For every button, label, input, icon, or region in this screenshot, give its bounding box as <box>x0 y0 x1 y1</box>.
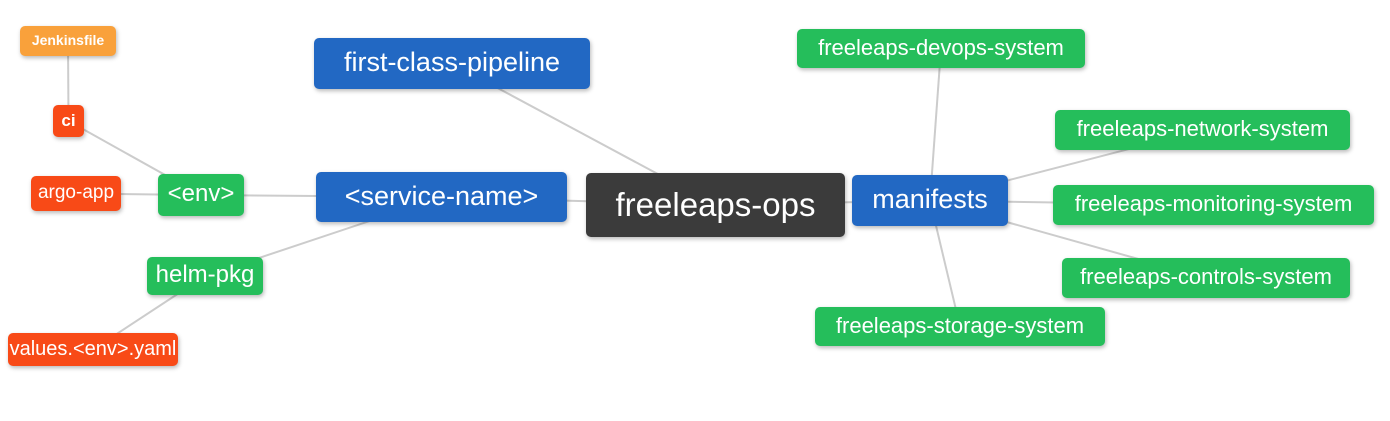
node-label: manifests <box>872 184 988 214</box>
node-ci[interactable]: ci <box>53 105 84 137</box>
node-label: argo-app <box>37 182 115 203</box>
node-values-env-yaml[interactable]: values.<env>.yaml <box>8 333 178 366</box>
node-storage-system[interactable]: freeleaps-storage-system <box>815 307 1105 346</box>
node-label: freeleaps-monitoring-system <box>1074 191 1353 216</box>
node-manifests[interactable]: manifests <box>852 175 1008 226</box>
node-jenkinsfile[interactable]: Jenkinsfile <box>20 26 116 56</box>
node-controls-system[interactable]: freeleaps-controls-system <box>1062 258 1350 298</box>
node-service-name[interactable]: <service-name> <box>316 172 567 222</box>
node-argo-app[interactable]: argo-app <box>31 176 121 211</box>
node-label: ci <box>61 110 76 130</box>
node-label: helm-pkg <box>155 261 255 288</box>
node-label: freeleaps-network-system <box>1076 116 1329 141</box>
node-label: <service-name> <box>344 180 539 211</box>
node-label: <env> <box>167 180 235 207</box>
node-devops-system[interactable]: freeleaps-devops-system <box>797 29 1085 68</box>
node-label: values.<env>.yaml <box>9 337 177 360</box>
node-label: first-class-pipeline <box>343 47 561 77</box>
node-label: freeleaps-ops <box>615 185 816 223</box>
node-label: freeleaps-devops-system <box>818 34 1064 60</box>
node-network-system[interactable]: freeleaps-network-system <box>1055 110 1350 150</box>
node-freeleaps-ops[interactable]: freeleaps-ops <box>586 173 845 237</box>
node-label: Jenkinsfile <box>31 32 105 48</box>
node-helm-pkg[interactable]: helm-pkg <box>147 257 263 295</box>
node-env[interactable]: <env> <box>158 174 244 216</box>
node-label: freeleaps-storage-system <box>835 312 1085 338</box>
node-label: freeleaps-controls-system <box>1080 264 1332 289</box>
node-first-class-pipeline[interactable]: first-class-pipeline <box>314 38 590 89</box>
node-monitoring-system[interactable]: freeleaps-monitoring-system <box>1053 185 1374 225</box>
